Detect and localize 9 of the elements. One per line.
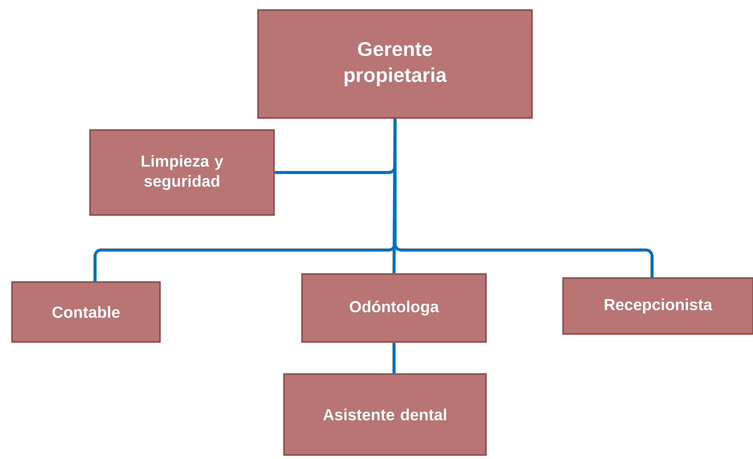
org-box: Contable: [11, 281, 161, 343]
connector-line: [392, 342, 396, 374]
org-box: Recepcionista: [562, 277, 753, 335]
connector-line: [394, 118, 654, 278]
org-box: Gerente propietaria: [257, 9, 533, 119]
org-box: Asistente dental: [283, 373, 487, 456]
org-box: Odóntologa: [301, 273, 487, 343]
org-box: Limpieza y seguridad: [89, 129, 275, 216]
connector-line: [392, 118, 396, 274]
